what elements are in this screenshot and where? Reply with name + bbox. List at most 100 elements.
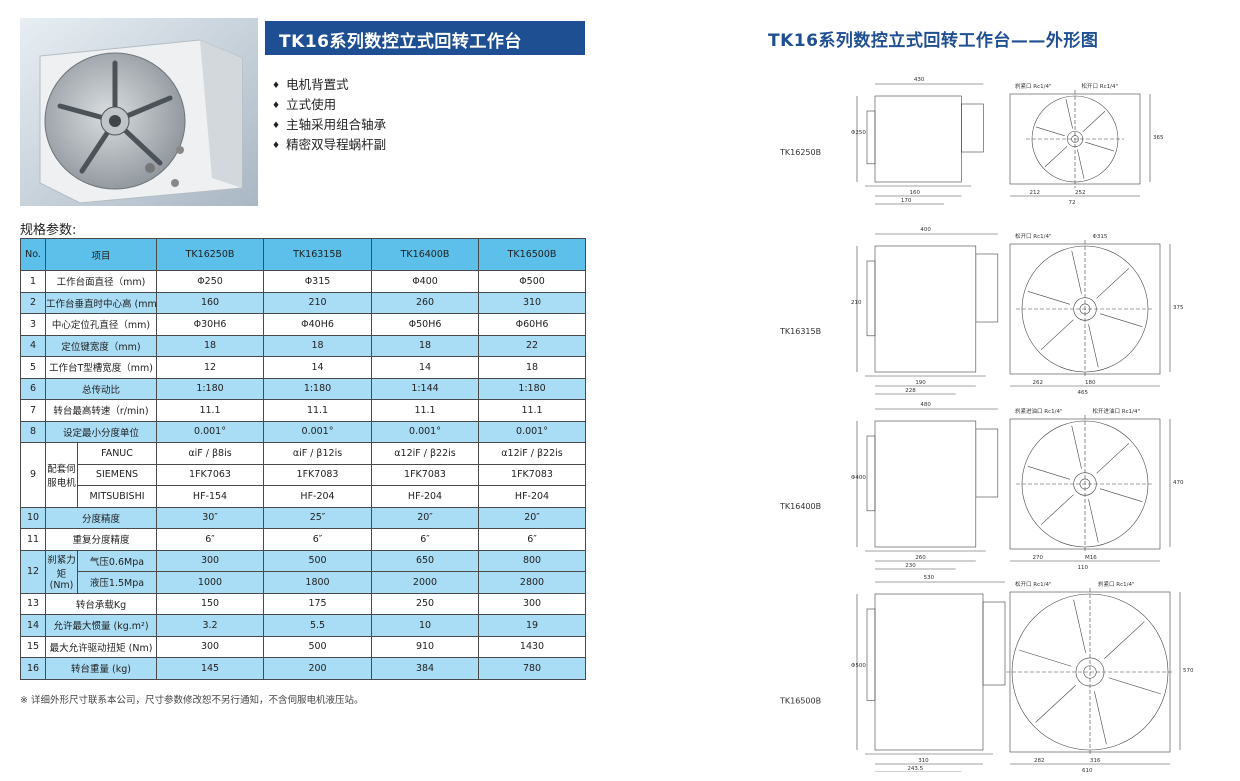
feature-list: 电机背置式 立式使用 主轴采用组合轴承 精密双导程蜗杆副: [272, 75, 386, 155]
dimension-label: 470: [1173, 480, 1184, 486]
row-value: 11.1: [478, 399, 587, 422]
dimension-label: Φ315: [1093, 234, 1108, 240]
col-header-model: TK16250B: [156, 238, 265, 271]
row-value: 18: [371, 334, 480, 357]
outline-drawing: [856, 408, 1171, 570]
row-value: 5.5: [263, 614, 373, 637]
row-value: 384: [371, 657, 480, 680]
dimension-label: 570: [1183, 668, 1194, 674]
row-value: 160: [156, 291, 265, 314]
dimension-label: 260: [915, 555, 926, 561]
row-value: 11.1: [263, 399, 373, 422]
dimension-label: 刹紧口 Rc1/4": [1015, 82, 1051, 90]
row-item: 最大允许驱动扭矩 (Nm): [44, 635, 158, 658]
dimension-label: 310: [918, 758, 929, 764]
row-value: αiF / β8is: [156, 442, 265, 465]
row-value: 1:144: [371, 377, 480, 400]
row-item: 转台承载Kg: [44, 592, 158, 615]
dimension-label: 262: [1033, 380, 1044, 386]
drawing-title: TK16系列数控立式回转工作台——外形图: [768, 31, 1099, 51]
row-value: Φ500: [478, 270, 587, 293]
outline-drawing: [856, 233, 1171, 395]
row-value: 1430: [478, 635, 587, 658]
row-value: 30″: [156, 506, 265, 529]
model-label: TK16315B: [779, 327, 821, 336]
dimension-label: 430: [914, 77, 925, 83]
row-number: 8: [20, 420, 46, 443]
feature-item: 立式使用: [272, 95, 386, 115]
row-number: 4: [20, 334, 46, 357]
row-number: 12: [20, 549, 46, 594]
row-item: 分度精度: [44, 506, 158, 529]
row-value: Φ40H6: [263, 313, 373, 336]
dimension-label: 松开口 Rc1/4": [1082, 82, 1118, 90]
row-number: 3: [20, 313, 46, 336]
motor-brand: SIEMENS: [76, 463, 158, 486]
row-value: HF-204: [371, 485, 480, 508]
row-number: 6: [20, 377, 46, 400]
row-item: 重复分度精度: [44, 528, 158, 551]
row-value: 14: [371, 356, 480, 379]
dimension-label: 400: [920, 227, 931, 233]
row-value: 0.001°: [478, 420, 587, 443]
dimension-label: 270: [1033, 555, 1044, 561]
row-value: 11.1: [156, 399, 265, 422]
dimension-label: 松开口 Rc1/4": [1015, 232, 1051, 240]
row-value: HF-154: [156, 485, 265, 508]
row-value: HF-204: [478, 485, 587, 508]
row-value: αiF / β12is: [263, 442, 373, 465]
row-value: 6″: [371, 528, 480, 551]
row-value: 25″: [263, 506, 373, 529]
dimension-label: M16: [1085, 555, 1097, 561]
model-label: TK16250B: [779, 148, 821, 157]
row-value: 780: [478, 657, 587, 680]
dimension-label: 160: [910, 190, 921, 196]
row-value: 310: [478, 291, 587, 314]
row-value: 0.001°: [263, 420, 373, 443]
row-value: 6″: [263, 528, 373, 551]
dimension-label: 210: [851, 300, 862, 306]
clamp-condition: 液压1.5Mpa: [76, 571, 158, 594]
dimension-label: 375: [1173, 305, 1184, 311]
outline-drawing: [856, 581, 1181, 772]
row-value: 0.001°: [371, 420, 480, 443]
dimension-label: 212: [1030, 190, 1041, 196]
dimension-label: 365: [1153, 135, 1164, 141]
row-number: 7: [20, 399, 46, 422]
row-value: 6″: [478, 528, 587, 551]
feature-item: 主轴采用组合轴承: [272, 115, 386, 135]
row-value: 6″: [156, 528, 265, 551]
row-value: 175: [263, 592, 373, 615]
row-value: 1FK7083: [263, 463, 373, 486]
motor-brand: FANUC: [76, 442, 158, 465]
dimension-label: 228: [905, 388, 916, 394]
model-label: TK16400B: [779, 502, 821, 511]
model-label: TK16500B: [779, 697, 821, 706]
dimension-label: 190: [915, 380, 926, 386]
dimension-label: 110: [1078, 565, 1089, 571]
row-value: 1FK7083: [478, 463, 587, 486]
row-value: α12iF / β22is: [478, 442, 587, 465]
row-number: 16: [20, 657, 46, 680]
row-value: 260: [371, 291, 480, 314]
row-value: Φ30H6: [156, 313, 265, 336]
spec-table: No. 项目 TK16250B TK16315B TK16400B TK1650…: [20, 238, 587, 680]
row-value: 500: [263, 635, 373, 658]
footnote: ※ 详细外形尺寸联系本公司，尺寸参数修改恕不另行通知，不含伺服电机液压站。: [20, 695, 364, 706]
row-value: 18: [478, 356, 587, 379]
dimension-label: 530: [924, 575, 935, 581]
rotary-table-image: [20, 18, 258, 206]
